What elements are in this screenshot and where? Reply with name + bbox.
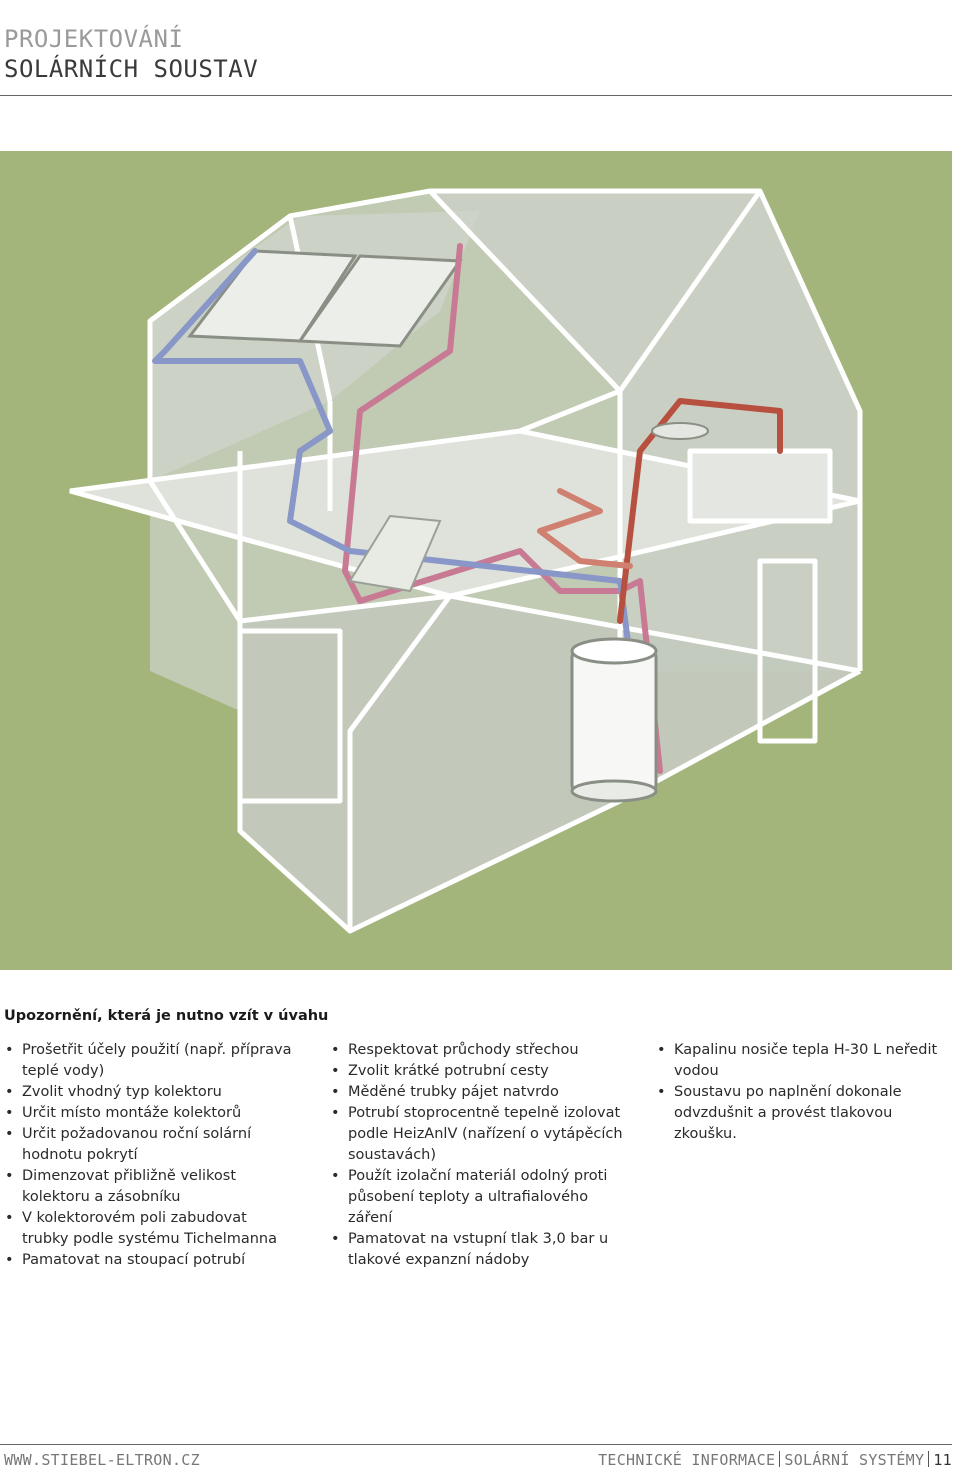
list-item: V kolektorovém poli zabudovat trubky pod… [4,1208,294,1250]
house-body [69,191,861,931]
list-item: Pamatovat na vstupní tlak 3,0 bar u tlak… [330,1229,630,1271]
storage-tank [570,637,658,803]
footer-sections: TECHNICKÉ INFORMACE SOLÁRNÍ SYSTÉMY 11 [598,1451,952,1469]
list-item: Zvolit vhodný typ kolektoru [4,1082,294,1103]
footer-rule [0,1444,952,1445]
list-item: Dimenzovat přibližně velikost kolektoru … [4,1166,294,1208]
footer-website: WWW.STIEBEL-ELTRON.CZ [4,1451,200,1469]
list-item: Soustavu po naplnění dokonale odvzdušnit… [656,1082,954,1145]
washbasin [651,422,709,440]
solar-house-diagram [69,188,863,934]
header-rule [0,95,952,96]
page-header: PROJEKTOVÁNÍ SOLÁRNÍCH SOUSTAV [4,24,258,84]
list-item: Prošetřit účely použití (např. příprava … [4,1040,294,1082]
list-item: Potrubí stoprocentně tepelně izolovat po… [330,1103,630,1166]
list-item: Pamatovat na stoupací potrubí [4,1250,294,1271]
list-item: Měděné trubky pájet natvrdo [330,1082,630,1103]
staircase [348,514,442,593]
page-title-line2: SOLÁRNÍCH SOUSTAV [4,55,259,83]
notice-column-2: Respektovat průchody střechou Zvolit krá… [330,1040,630,1271]
page-title-line1: PROJEKTOVÁNÍ [4,25,184,53]
notice-column-1: Prošetřit účely použití (např. příprava … [4,1040,294,1271]
list-item: Zvolit krátké potrubní cesty [330,1061,630,1082]
list-item: Určit místo montáže kolektorů [4,1103,294,1124]
footer-separator [779,1451,781,1467]
footer-separator [928,1451,930,1467]
list-item: Určit požadovanou roční solární hodnotu … [4,1124,294,1166]
footer-section-1: TECHNICKÉ INFORMACE [598,1451,776,1469]
house-illustration [0,151,952,970]
footer-section-2: SOLÁRNÍ SYSTÉMY [784,1451,925,1469]
notice-heading: Upozornění, která je nutno vzít v úvahu [4,1008,329,1024]
notice-column-3: Kapalinu nosiče tepla H-30 L neředit vod… [656,1040,954,1145]
list-item: Použít izolační materiál odolný proti pů… [330,1166,630,1229]
page-number: 11 [933,1451,952,1469]
house-edges [147,188,863,934]
list-item: Kapalinu nosiče tepla H-30 L neředit vod… [656,1040,954,1082]
list-item: Respektovat průchody střechou [330,1040,630,1061]
solar-collectors [187,249,463,348]
